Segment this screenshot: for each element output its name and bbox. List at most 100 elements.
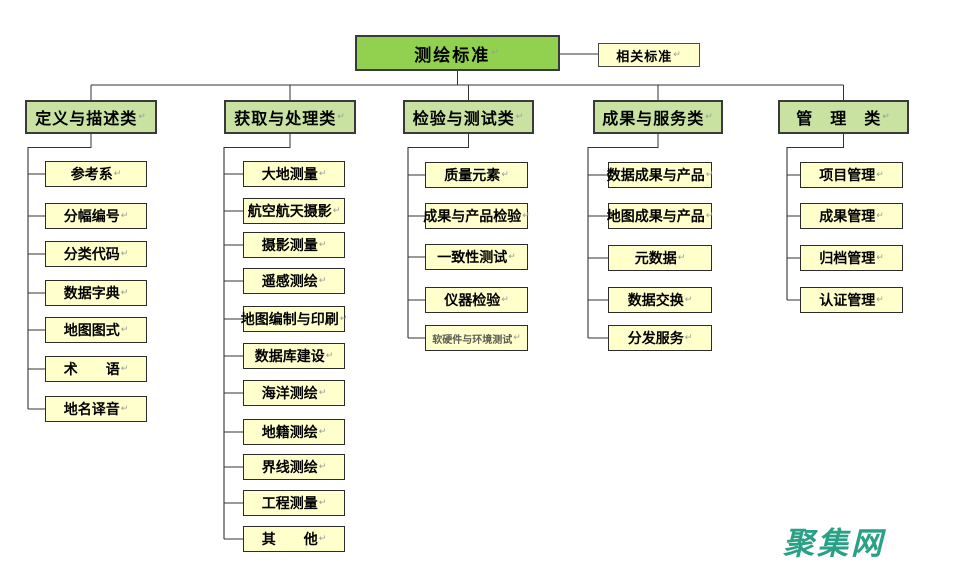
paragraph-mark: ↵ [677, 253, 686, 263]
paragraph-mark: ↵ [515, 112, 525, 122]
node-category-testing: 检验与测试类↵ [403, 100, 534, 134]
category-label: 定义与描述类 [35, 109, 138, 128]
leaf-label: 界线测绘 [261, 460, 318, 476]
node-category-products: 成果与服务类↵ [593, 100, 723, 134]
paragraph-mark: ↵ [318, 169, 327, 179]
leaf-label: 参考系 [70, 167, 113, 183]
node-leaf: 大地测量↵ [243, 161, 345, 187]
paragraph-mark: ↵ [120, 211, 129, 221]
paragraph-mark: ↵ [138, 112, 147, 122]
paragraph-mark: ↵ [876, 295, 884, 305]
node-leaf: 地图图式↵ [45, 317, 147, 343]
node-leaf: 航空航天摄影↵ [243, 198, 345, 224]
paragraph-mark: ↵ [120, 404, 129, 414]
category-label: 检验与测试类 [412, 109, 515, 128]
paragraph-mark: ↵ [508, 252, 516, 262]
leaf-label: 分幅编号 [63, 209, 120, 225]
watermark-text: 聚集网 [783, 526, 885, 562]
node-related-label: 相关标准 [616, 49, 673, 65]
leaf-label: 分发服务 [627, 331, 684, 347]
leaf-label: 大地测量 [261, 167, 318, 183]
node-leaf: 摄影测量↵ [243, 232, 345, 258]
leaf-label: 数据字典 [63, 286, 120, 302]
paragraph-mark: ↵ [882, 112, 891, 122]
trunk-lines [27, 147, 788, 539]
paragraph-mark: ↵ [876, 253, 884, 263]
leaf-label: 分类代码 [63, 247, 120, 263]
paragraph-mark: ↵ [120, 288, 129, 298]
node-category-definition: 定义与描述类↵ [25, 100, 157, 134]
paragraph-mark: ↵ [318, 534, 327, 544]
leaf-label: 仪器检验 [444, 293, 501, 309]
leaf-label: 质量元素 [444, 168, 501, 184]
node-leaf: 数据库建设↵ [243, 343, 345, 369]
leaf-label: 术 语 [63, 362, 120, 378]
paragraph-mark: ↵ [120, 364, 129, 374]
paragraph-mark: ↵ [337, 112, 346, 122]
paragraph-mark: ↵ [501, 170, 509, 180]
leaf-label: 航空航天摄影 [247, 204, 332, 220]
leaf-label: 地名译音 [63, 402, 120, 418]
node-category-acquisition: 获取与处理类↵ [224, 100, 356, 134]
leaf-label: 归档管理 [819, 251, 876, 267]
node-leaf: 元数据↵ [608, 245, 712, 271]
node-leaf: 分类代码↵ [45, 241, 147, 267]
leaf-stub-lines [28, 173, 800, 540]
leaf-label: 数据成果与产品 [606, 168, 705, 184]
category-label: 获取与处理类 [234, 109, 337, 128]
paragraph-mark: ↵ [332, 206, 341, 216]
leaf-label: 摄影测量 [261, 238, 318, 254]
leaf-label: 认证管理 [819, 293, 876, 309]
paragraph-mark: ↵ [522, 211, 530, 221]
paragraph-mark: ↵ [876, 170, 884, 180]
node-leaf: 其 他↵ [243, 526, 345, 552]
leaf-label: 工程测量 [261, 496, 318, 512]
leaf-label: 成果管理 [819, 209, 876, 225]
paragraph-mark: ↵ [120, 249, 129, 259]
leaf-label: 地图编制与印刷 [240, 312, 339, 328]
node-leaf: 地图编制与印刷↵ [240, 306, 348, 332]
paragraph-mark: ↵ [339, 314, 348, 324]
paragraph-mark: ↵ [120, 325, 129, 335]
node-leaf: 界线测绘↵ [243, 454, 345, 480]
node-leaf: 地籍测绘↵ [243, 419, 345, 445]
leaf-label: 地籍测绘 [261, 425, 318, 441]
leaf-label: 其 他 [261, 532, 318, 548]
paragraph-mark: ↵ [673, 50, 682, 60]
node-root: 测绘标准↵ [355, 35, 560, 71]
category-label: 管 理 类 [796, 109, 882, 128]
node-leaf: 地图成果与产品↵ [607, 203, 714, 229]
node-leaf: 质量元素↵ [425, 162, 528, 188]
node-root-label: 测绘标准 [414, 45, 491, 66]
node-leaf: 软硬件与环境测试↵ [425, 325, 528, 351]
node-related-standards: 相关标准↵ [598, 43, 700, 67]
paragraph-mark: ↵ [684, 333, 693, 343]
node-leaf: 成果与产品检验↵ [423, 203, 530, 229]
node-leaf: 遥感测绘↵ [243, 268, 345, 294]
paragraph-mark: ↵ [705, 112, 714, 122]
node-leaf: 参考系↵ [45, 161, 147, 187]
node-leaf: 地名译音↵ [45, 396, 147, 422]
leaf-label: 数据库建设 [254, 349, 325, 365]
node-leaf: 仪器检验↵ [425, 287, 528, 313]
paragraph-mark: ↵ [876, 211, 884, 221]
node-leaf: 数据成果与产品↵ [606, 162, 713, 188]
paragraph-mark: ↵ [113, 169, 122, 179]
node-category-management: 管 理 类↵ [778, 100, 909, 134]
node-leaf: 分发服务↵ [608, 325, 712, 351]
paragraph-mark: ↵ [513, 333, 521, 343]
paragraph-mark: ↵ [318, 498, 327, 508]
leaf-label: 软硬件与环境测试 [432, 334, 513, 346]
paragraph-mark: ↵ [491, 48, 501, 58]
paragraph-mark: ↵ [705, 211, 714, 221]
node-leaf: 项目管理↵ [800, 162, 903, 188]
node-leaf: 归档管理↵ [800, 245, 903, 271]
node-leaf: 一致性测试↵ [425, 244, 528, 270]
paragraph-mark: ↵ [684, 295, 693, 305]
paragraph-mark: ↵ [501, 295, 509, 305]
paragraph-mark: ↵ [325, 351, 334, 361]
node-leaf: 数据交换↵ [608, 287, 712, 313]
leaf-label: 一致性测试 [437, 250, 508, 266]
